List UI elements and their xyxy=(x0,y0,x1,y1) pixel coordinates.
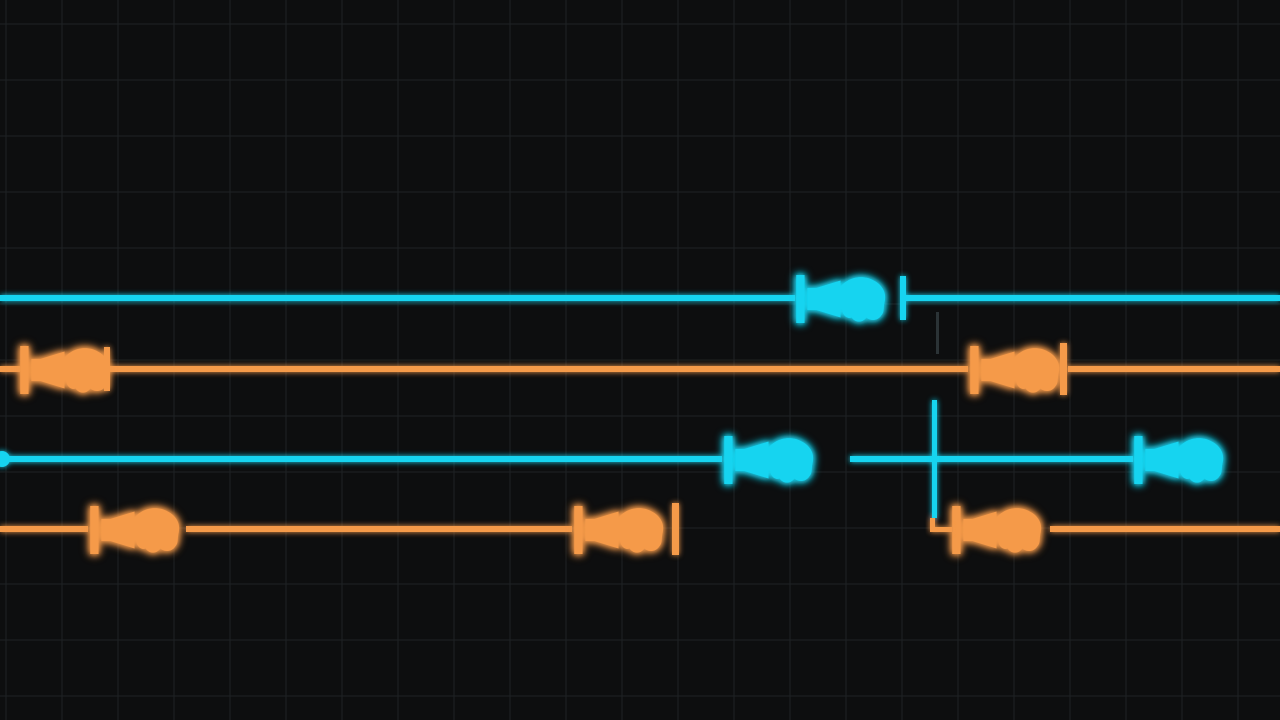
wire-segment xyxy=(905,295,1280,301)
plug-handshake-icon xyxy=(724,436,814,484)
wire-segment xyxy=(0,526,88,532)
orange-track-2 xyxy=(0,503,1280,555)
wire-segment xyxy=(1050,526,1280,532)
plug-handshake-icon xyxy=(90,506,180,554)
plug-handshake-icon xyxy=(970,346,1060,394)
wire-segment xyxy=(0,295,795,301)
end-cap-bar xyxy=(900,276,906,320)
orange-track-2-connector-3 xyxy=(952,506,1042,554)
cyan-track-2-connector-1 xyxy=(724,436,814,484)
cyan-track-1-connector-1 xyxy=(796,275,886,323)
wire-end-node xyxy=(0,451,10,467)
cyan-track-2-connector-2 xyxy=(1134,436,1224,484)
wire-segment xyxy=(1068,366,1280,372)
junction-elbow-horizontal xyxy=(930,527,952,532)
plug-handshake-icon xyxy=(574,506,664,554)
faint-trace xyxy=(936,312,939,354)
junction-connector xyxy=(930,400,952,532)
wire-segment xyxy=(850,456,1133,462)
plug-handshake-icon xyxy=(952,506,1042,554)
orange-track-2-connector-1 xyxy=(90,506,180,554)
plug-handshake-icon xyxy=(1134,436,1224,484)
end-cap-bar xyxy=(672,503,679,555)
cyan-track-2 xyxy=(0,436,1224,484)
wire-segment xyxy=(0,456,722,462)
junction-vertical-wire xyxy=(932,400,937,518)
wire-segment xyxy=(0,366,20,372)
orange-track-1 xyxy=(0,343,1280,395)
orange-track-1-connector-2 xyxy=(970,346,1060,394)
orange-track-2-connector-2 xyxy=(574,506,664,554)
plug-handshake-icon xyxy=(20,346,110,394)
end-cap-bar xyxy=(1060,343,1067,395)
tracks-layer xyxy=(0,275,1280,555)
cyan-track-1 xyxy=(0,275,1280,323)
plug-handshake-icon xyxy=(796,275,886,323)
end-cap-bar xyxy=(104,347,110,391)
junction-elbow-vertical xyxy=(930,518,935,532)
junction-layer xyxy=(930,312,952,532)
orange-track-1-connector-1 xyxy=(20,346,110,394)
wire-segment xyxy=(186,526,572,532)
wire-segment xyxy=(110,366,968,372)
